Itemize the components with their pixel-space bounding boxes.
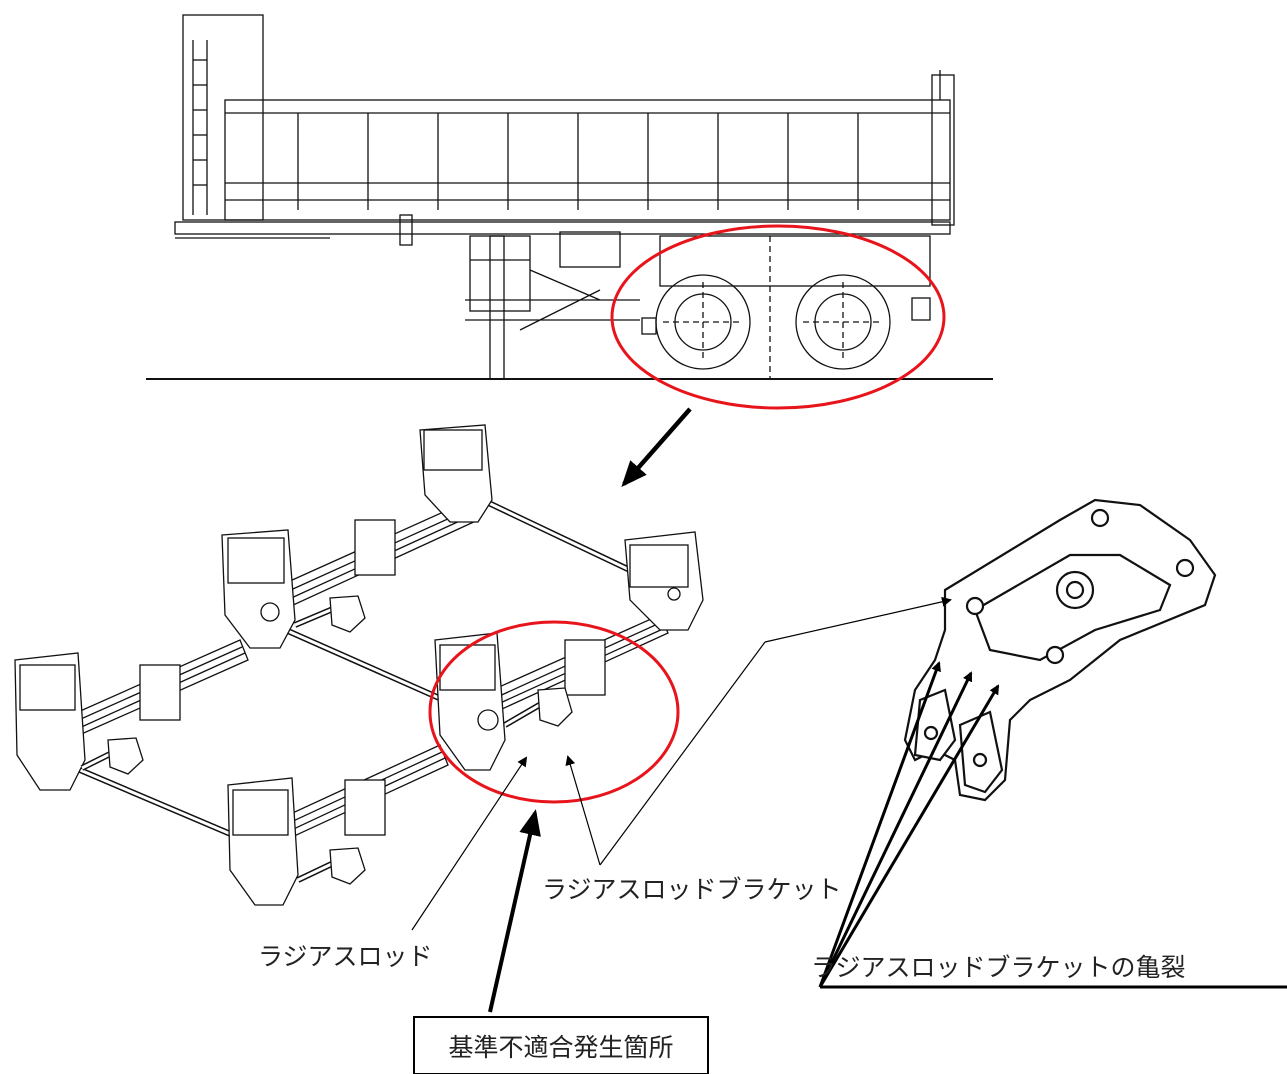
suspension-assembly bbox=[14, 424, 704, 906]
bracket-crack-label: ラジアスロッドブラケットの亀裂 bbox=[811, 953, 1186, 982]
wheel-area-highlight bbox=[610, 224, 946, 410]
bracket-area-highlight bbox=[428, 620, 680, 804]
nonconformity-label: 基準不適合発生箇所 bbox=[448, 1033, 673, 1062]
nonconformity-box bbox=[413, 1016, 709, 1074]
radius-rod-bracket-label: ラジアスロッドブラケット bbox=[542, 875, 842, 904]
trailer-side-view bbox=[146, 14, 993, 380]
crack-arrows bbox=[818, 661, 1000, 988]
zoom-arrow bbox=[621, 407, 692, 488]
bracket-closeup bbox=[903, 498, 1217, 802]
radius-rod-label: ラジアスロッド bbox=[258, 942, 433, 971]
bracket-leaders bbox=[411, 596, 952, 931]
nonconformity-arrow bbox=[488, 809, 541, 1013]
